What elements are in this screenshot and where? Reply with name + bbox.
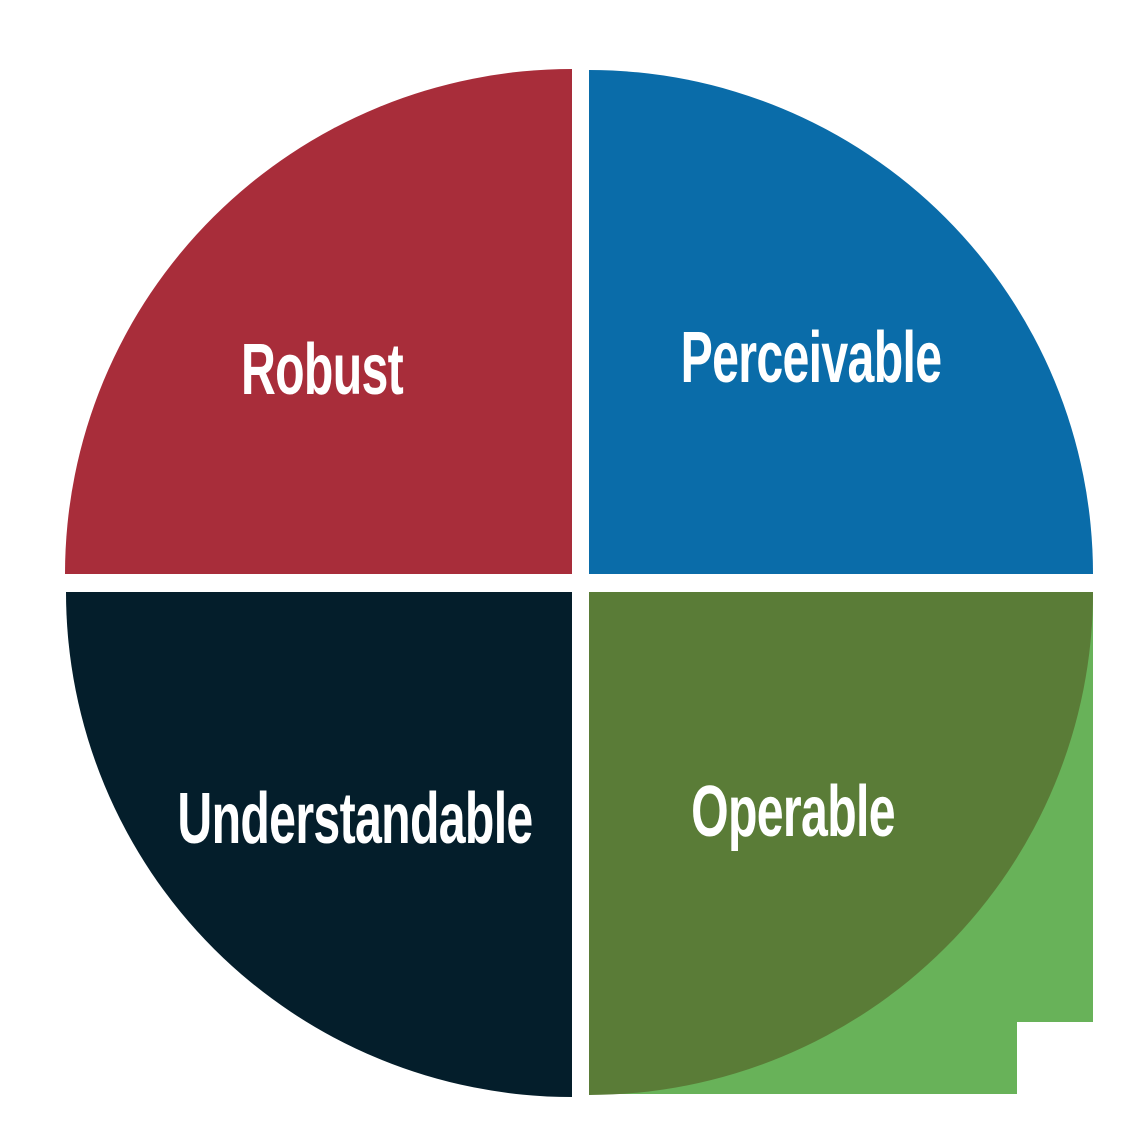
- label-perceivable: Perceivable: [680, 318, 942, 398]
- label-understandable: Understandable: [177, 779, 533, 859]
- quadrant-robust: [65, 69, 572, 574]
- label-operable: Operable: [691, 772, 895, 852]
- label-robust: Robust: [240, 330, 404, 410]
